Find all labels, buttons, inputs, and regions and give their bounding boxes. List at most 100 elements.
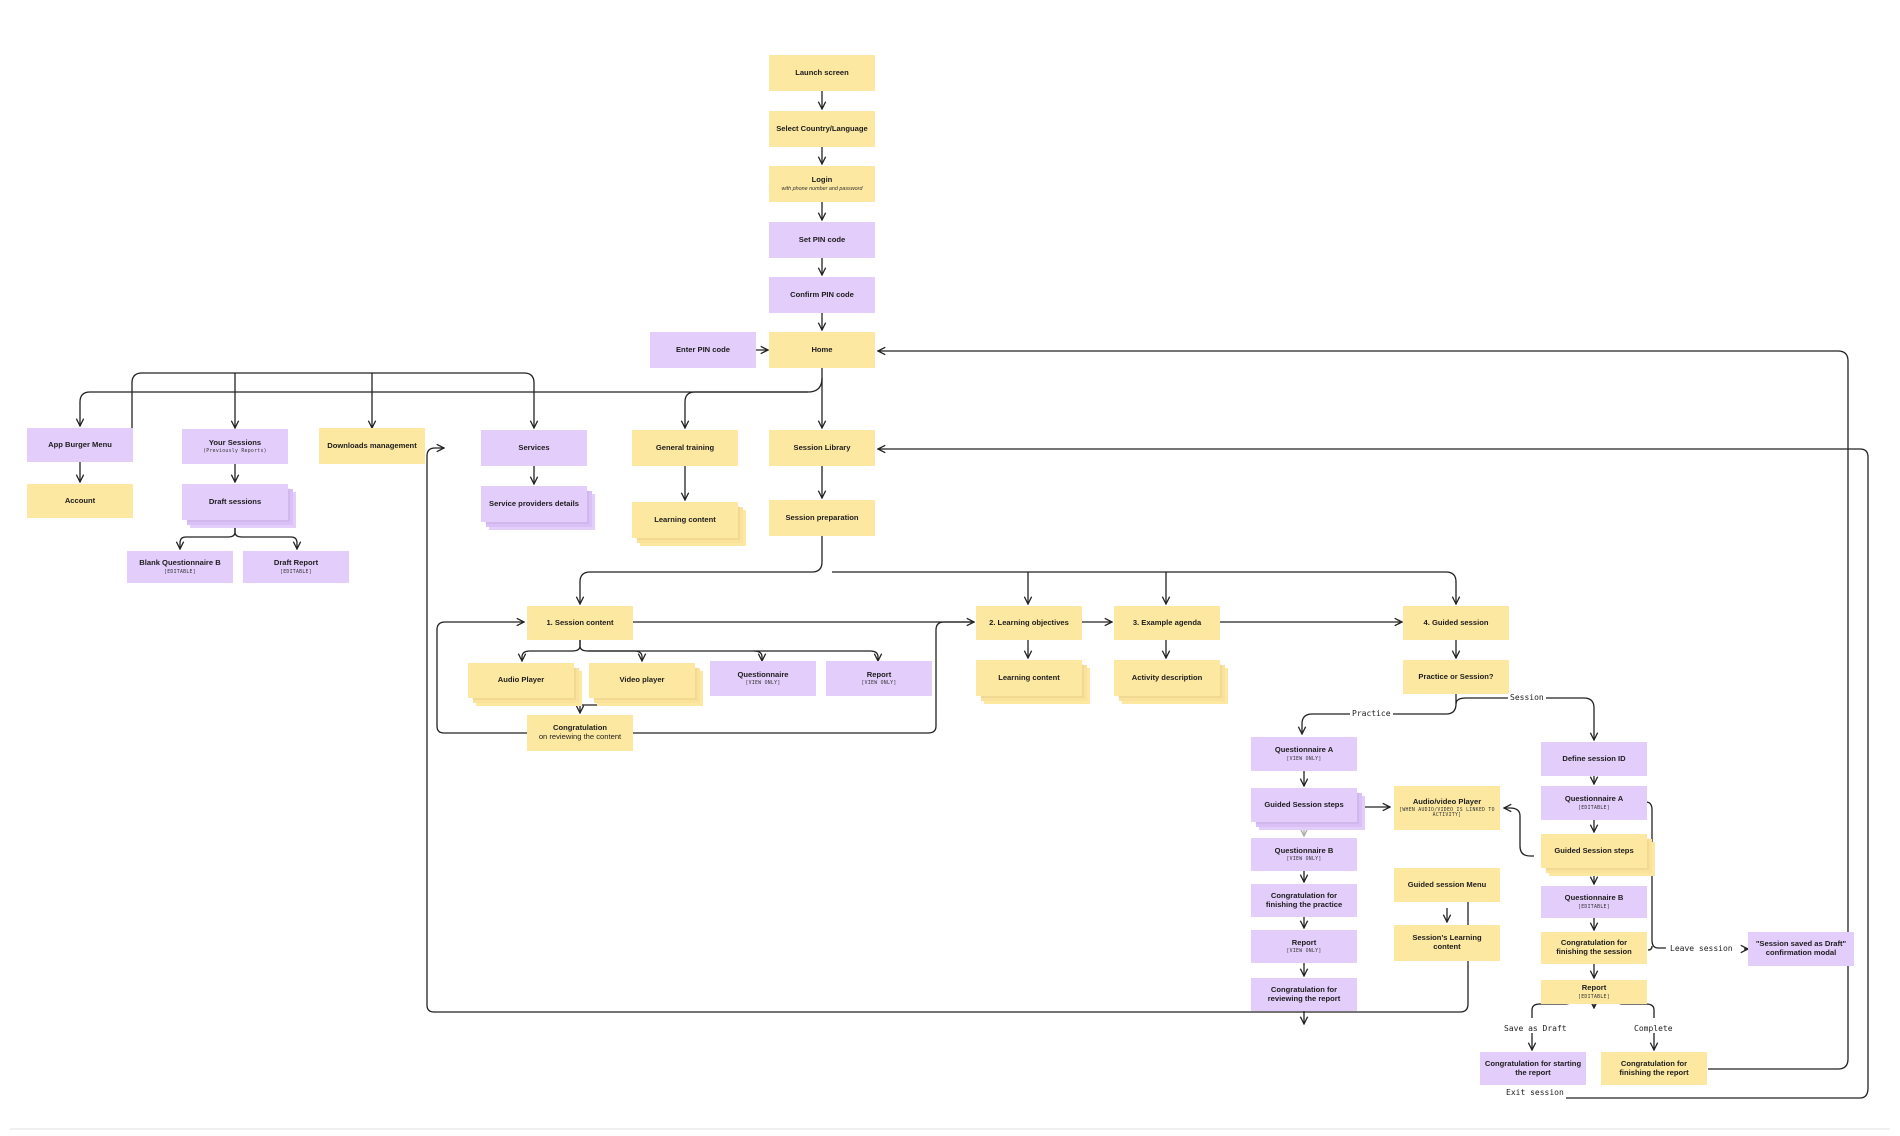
node-title: Launch screen (795, 67, 849, 77)
audio-video-player-node: Audio/video Player [WHEN AUDIO/VIDEO IS … (1394, 786, 1500, 830)
congratulation-starting-report-node: Congratulation for starting the report (1480, 1052, 1586, 1085)
node-title: Account (64, 495, 96, 505)
session-questionnaire-a-node: Questionnaire A [EDITABLE] (1541, 786, 1647, 820)
session-questionnaire-b-node: Questionnaire B [EDITABLE] (1541, 886, 1647, 918)
edge-label-session: Session (1508, 693, 1546, 702)
video-player-node: Video player (589, 663, 695, 698)
practice-congratulation-node: Congratulation for finishing the practic… (1251, 884, 1357, 917)
node-title: "Session saved as Draft" confirmation mo… (1755, 939, 1847, 957)
app-burger-menu-node: App Burger Menu (27, 428, 133, 462)
node-title: Questionnaire A (1274, 745, 1334, 755)
node-title: Audio Player (497, 675, 545, 685)
node-subtitle: [WHEN AUDIO/VIDEO IS LINKED TO ACTIVITY] (1399, 808, 1495, 819)
node-line2: on reviewing the content (538, 732, 622, 741)
example-agenda-node: 3. Example agenda (1114, 606, 1220, 640)
node-title: Learning content (654, 514, 716, 524)
node-title: Report (1581, 983, 1607, 993)
session-learning-content-node: Session's Learning content (1394, 925, 1500, 961)
node-title: Congratulation for reviewing the report (1267, 984, 1341, 1003)
practice-or-session-node: Practice or Session? (1403, 660, 1509, 694)
node-title: Congratulation for finishing the practic… (1265, 890, 1343, 909)
general-training-learning-node: Learning content (632, 502, 738, 538)
node-title: Congratulation for finishing the report (1619, 1058, 1689, 1077)
node-title: Congratulation for finishing the session (1556, 938, 1632, 956)
guided-session-node: 4. Guided session (1403, 606, 1509, 640)
node-title: Session's Learning content (1412, 933, 1482, 951)
confirm-pin-node: Confirm PIN code (769, 277, 875, 313)
node-title: Questionnaire B (1564, 893, 1624, 903)
node-subtitle: [VIEW ONLY] (861, 681, 897, 687)
session-report-node: Report [EDITABLE] (1541, 980, 1647, 1004)
node-title: 4. Guided session (1423, 617, 1489, 627)
node-title: Session preparation (785, 512, 859, 522)
node-subtitle: [EDITABLE] (164, 569, 196, 575)
learning-objectives-node: 2. Learning objectives (976, 606, 1082, 640)
node-title: Questionnaire B (1274, 845, 1334, 855)
session-library-node: Session Library (769, 430, 875, 466)
bottom-divider (10, 1128, 1890, 1130)
questionnaire-view-node: Questionnaire [VIEW ONLY] (710, 661, 816, 696)
activity-description-node: Activity description (1114, 660, 1220, 696)
node-title: Congratulation (553, 723, 607, 733)
node-subtitle: (Previously Reports) (203, 449, 267, 455)
node-title: Login (811, 175, 833, 185)
node-title: 1. Session content (546, 617, 614, 627)
report-view-node: Report [VIEW ONLY] (826, 661, 932, 696)
practice-report-node: Report [VIEW ONLY] (1251, 930, 1357, 963)
set-pin-node: Set PIN code (769, 222, 875, 258)
login-node: Login with phone number and password (769, 166, 875, 202)
practice-congratulation-report-node: Congratulation for reviewing the report (1251, 978, 1357, 1011)
node-title: Report (866, 669, 892, 679)
node-title: General training (655, 442, 715, 452)
node-title: Report (1291, 937, 1317, 947)
node-title: Blank Questionnaire B (139, 558, 221, 568)
account-node: Account (27, 484, 133, 518)
node-title: 3. Example agenda (1132, 617, 1202, 627)
node-title: Your Sessions (208, 437, 262, 447)
node-subtitle: [VIEW ONLY] (1286, 756, 1322, 762)
launch-screen-node: Launch screen (769, 55, 875, 91)
edge-label-exit-session: Exit session (1504, 1088, 1566, 1097)
practice-guided-steps-node: Guided Session steps (1251, 788, 1357, 822)
session-preparation-node: Session preparation (769, 500, 875, 536)
select-country-node: Select Country/Language (769, 111, 875, 147)
node-subtitle: [VIEW ONLY] (745, 681, 781, 687)
enter-pin-node: Enter PIN code (650, 332, 756, 368)
session-content-node: 1. Session content (527, 606, 633, 640)
node-title: Services (518, 442, 550, 452)
node-subtitle: [EDITABLE] (1578, 904, 1610, 910)
node-title: Enter PIN code (675, 344, 730, 354)
node-title: Practice or Session? (1418, 671, 1494, 681)
node-subtitle: with phone number and password (781, 185, 863, 192)
congratulation-review-node: Congratulation on reviewing the content (527, 715, 633, 751)
guided-session-menu-node: Guided session Menu (1394, 868, 1500, 902)
node-subtitle: [EDITABLE] (1578, 805, 1610, 811)
downloads-management-node: Downloads management (319, 428, 425, 464)
node-title: Session Library (793, 442, 851, 452)
node-title: Guided Session steps (1554, 845, 1634, 855)
audio-player-node: Audio Player (468, 663, 574, 698)
blank-questionnaire-b-node: Blank Questionnaire B [EDITABLE] (127, 551, 233, 583)
node-title: Confirm PIN code (790, 289, 854, 299)
session-guided-steps-node: Guided Session steps (1541, 834, 1647, 868)
practice-questionnaire-a-node: Questionnaire A [VIEW ONLY] (1251, 737, 1357, 771)
node-title: Service providers details (489, 498, 579, 508)
draft-report-node: Draft Report [EDITABLE] (243, 551, 349, 583)
node-title: Questionnaire (737, 669, 789, 679)
node-title: Questionnaire A (1564, 794, 1624, 804)
home-node: Home (769, 332, 875, 368)
node-title: Select Country/Language (776, 123, 868, 133)
general-training-node: General training (632, 430, 738, 466)
node-title: App Burger Menu (48, 439, 112, 449)
node-title: Audio/video Player (1412, 796, 1482, 806)
services-node: Services (481, 430, 587, 466)
node-subtitle: [EDITABLE] (1578, 994, 1610, 1000)
service-providers-node: Service providers details (481, 486, 587, 522)
draft-sessions-node: Draft sessions (182, 484, 288, 520)
node-subtitle: [VIEW ONLY] (1286, 949, 1322, 955)
node-subtitle: [EDITABLE] (280, 569, 312, 575)
your-sessions-node: Your Sessions (Previously Reports) (182, 429, 288, 464)
node-title: 2. Learning objectives (989, 617, 1069, 627)
